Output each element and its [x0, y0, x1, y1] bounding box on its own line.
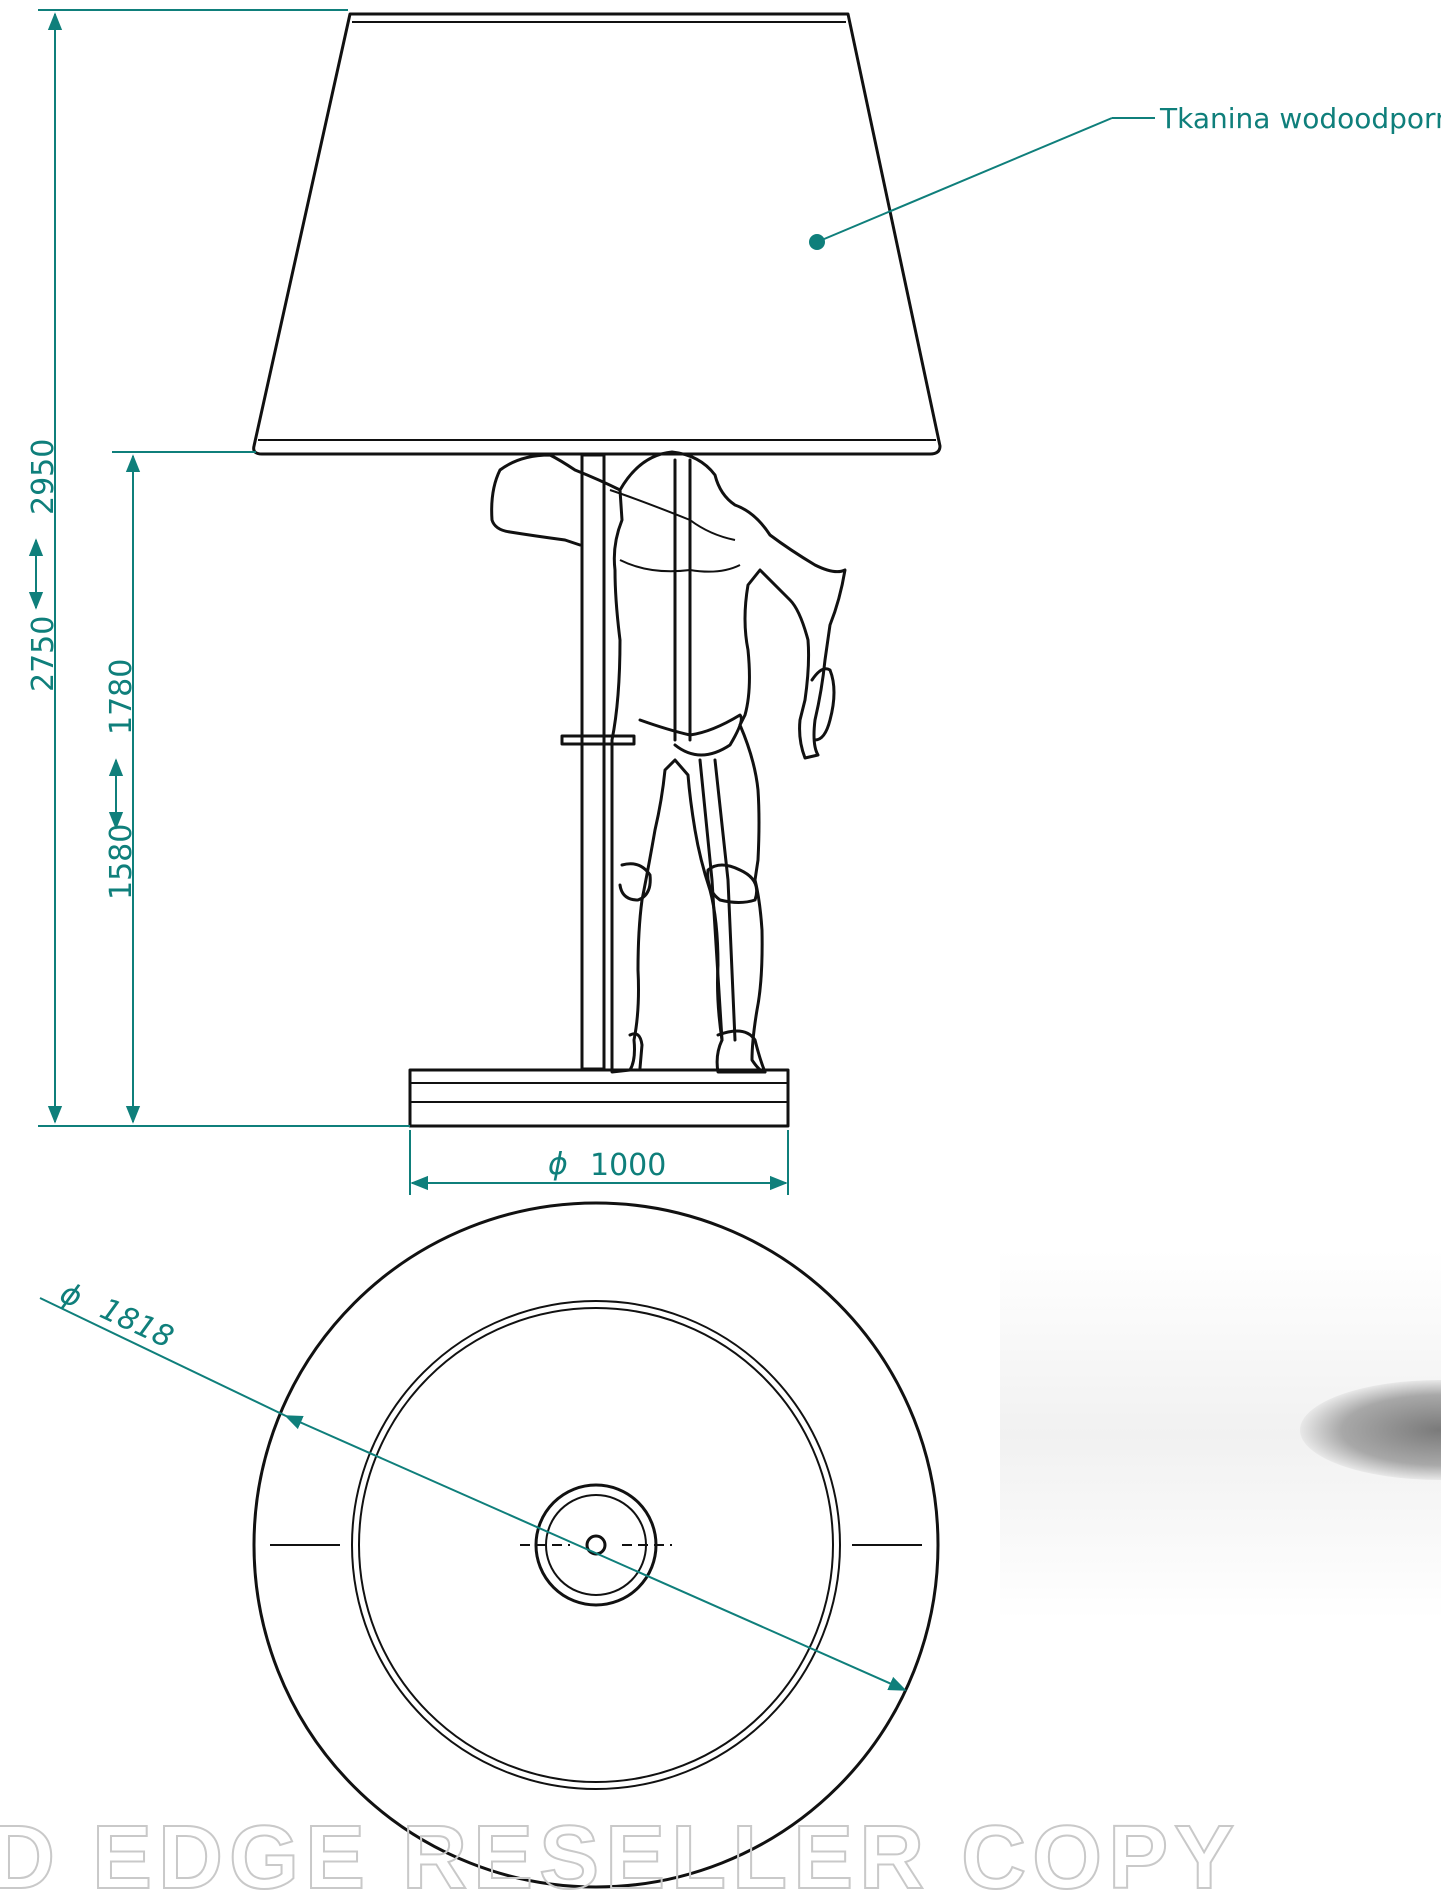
lamp-pole	[560, 453, 636, 1071]
dim-2750-label: 2750	[26, 616, 61, 692]
base-top-view	[252, 1201, 940, 1889]
base-side-view	[408, 1068, 790, 1128]
dimension-pole-height: 1780 1580	[104, 454, 141, 1124]
phi-symbol-top: ϕ	[55, 1276, 88, 1316]
human-figure	[490, 450, 847, 1074]
dimension-total-height: 2950 2750	[26, 12, 63, 1124]
material-callout: Tkanina wodoodporna	[809, 102, 1441, 250]
material-label: Tkanina wodoodporna	[1159, 102, 1441, 135]
dimension-top-diameter: ϕ 1818	[39, 1276, 907, 1691]
dim-1780-label: 1780	[104, 659, 139, 735]
phi-symbol: ϕ	[548, 1147, 568, 1182]
dim-2950-label: 2950	[26, 439, 61, 515]
dim-1000-label: 1000	[590, 1148, 666, 1183]
dimension-base-diameter: ϕ 1000	[410, 1147, 788, 1191]
dim-1580-label: 1580	[104, 824, 139, 900]
shadow-image	[1000, 1250, 1441, 1620]
extension-lines	[38, 9, 789, 1195]
watermark-text: D EDGE RESELLER COPY	[0, 1808, 1240, 1890]
dim-1818-label: 1818	[95, 1292, 179, 1356]
lamp-shade	[252, 12, 942, 456]
